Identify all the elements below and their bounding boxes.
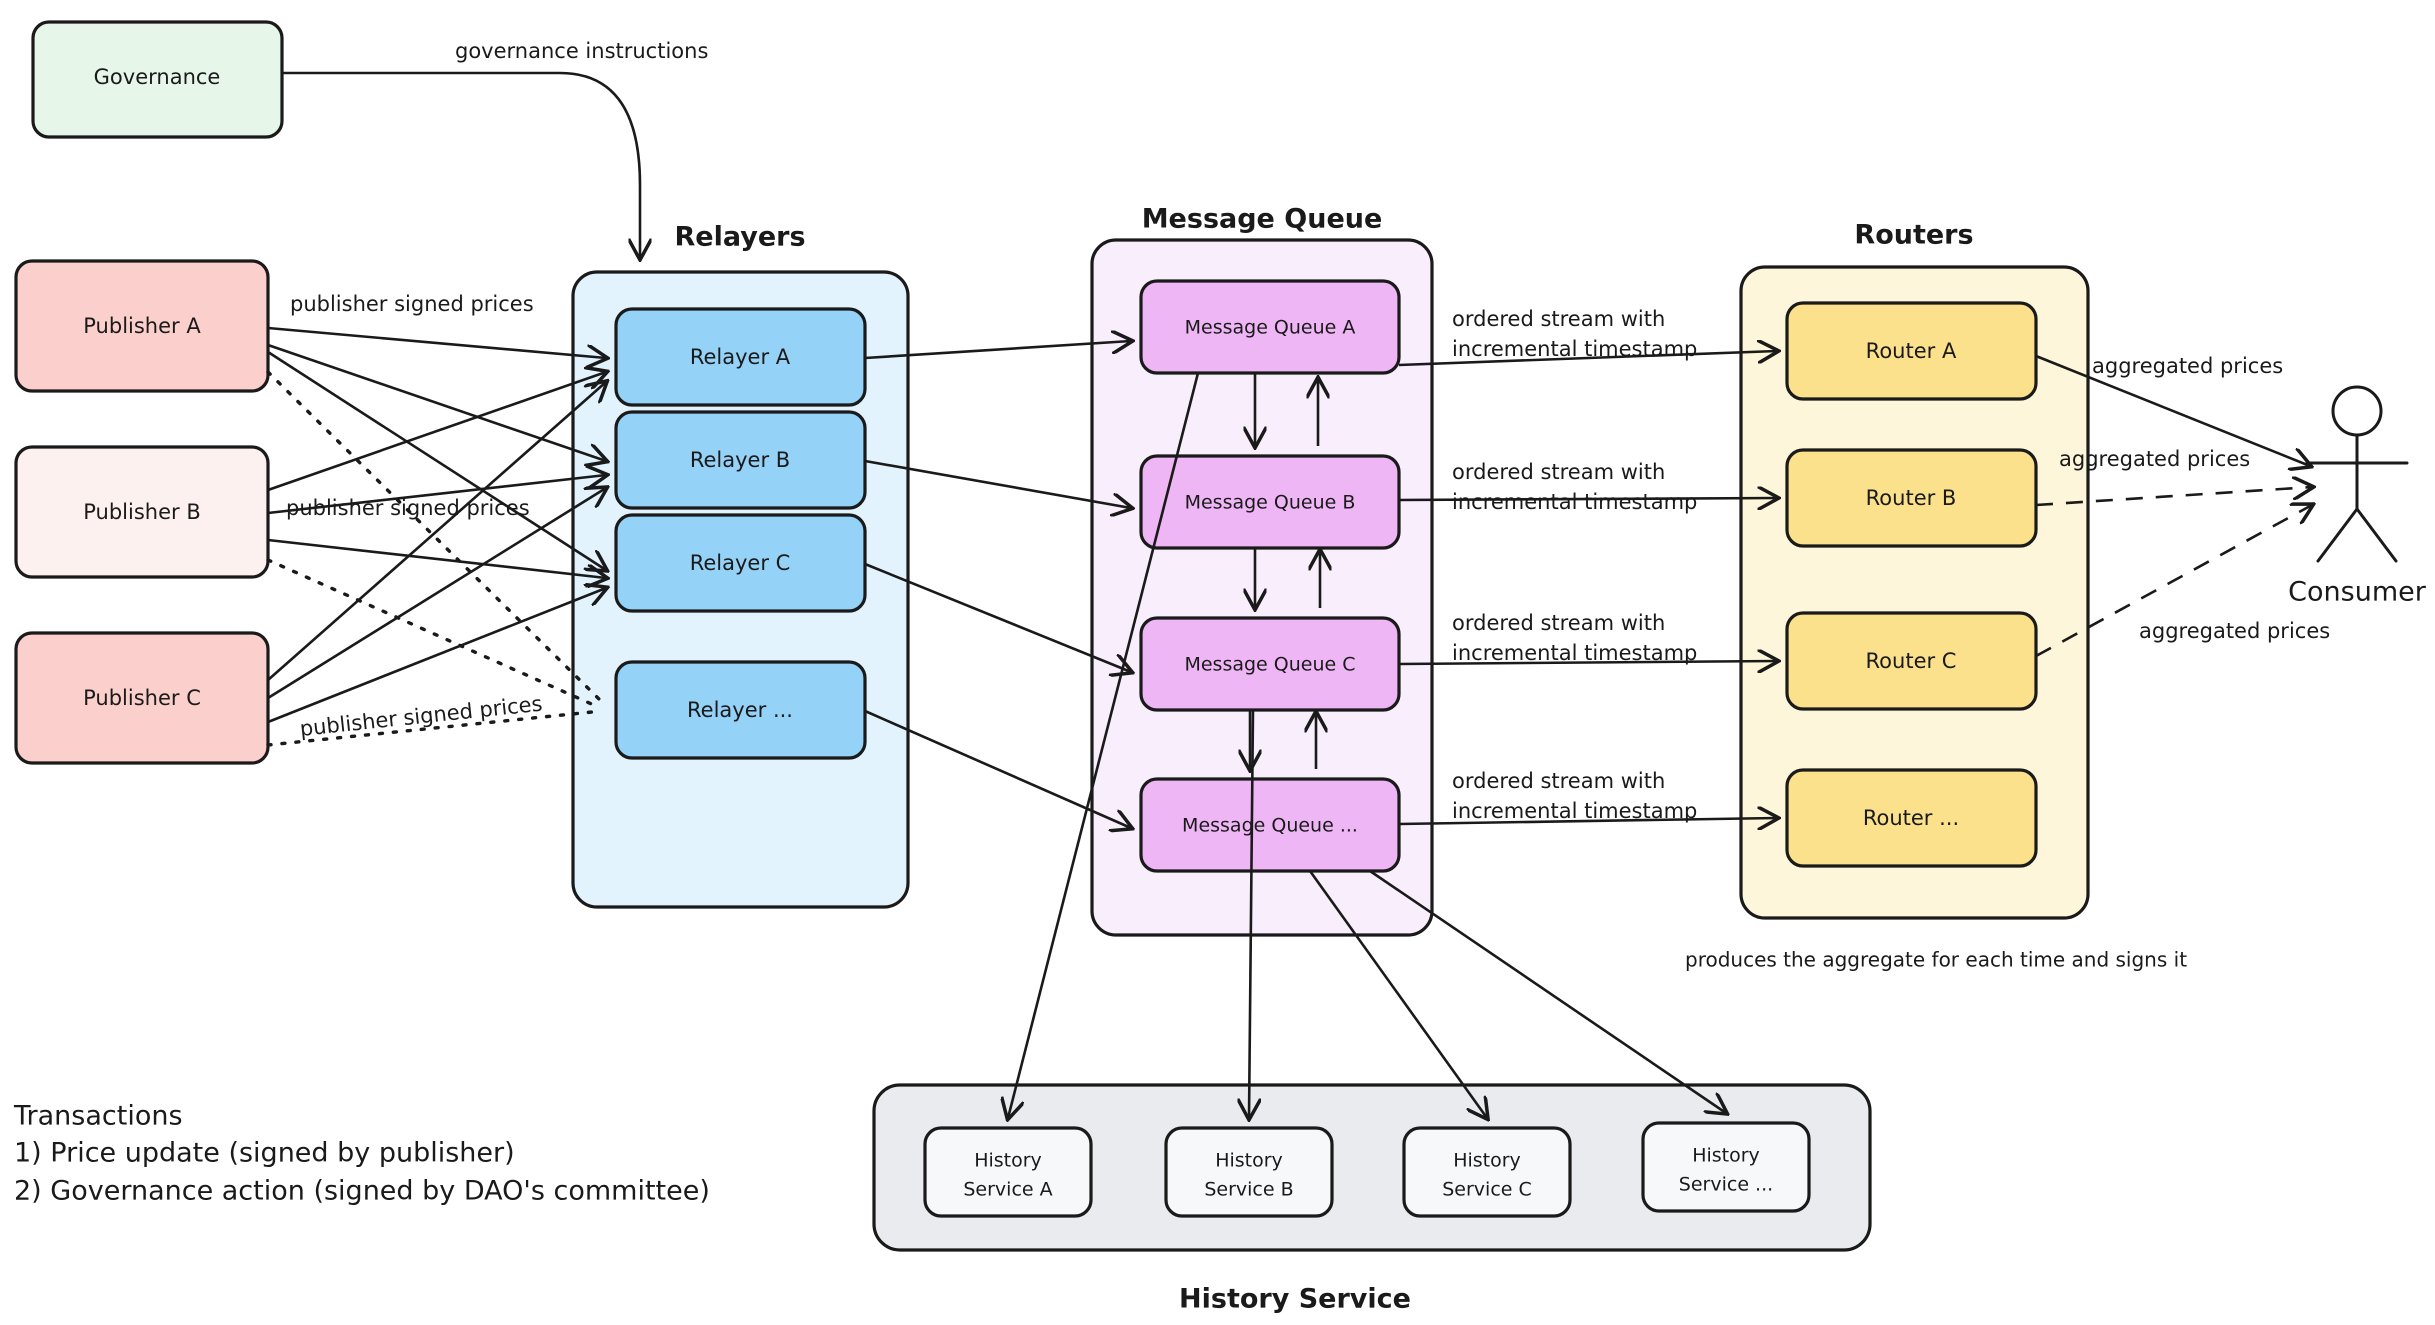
message-queue-d-node[interactable] — [1139, 777, 1401, 873]
relayer-d-label: Relayer ... — [687, 698, 793, 722]
edge-label-ordered-stream-d-line2: incremental timestamp — [1452, 799, 1697, 823]
edge-pubB-relayerA — [267, 372, 606, 492]
edge-pubA-relayerB — [267, 343, 606, 461]
history-service-d-label-line2: Service ... — [1679, 1174, 1773, 1196]
edge-queueD-routerD — [1398, 818, 1777, 824]
router-d-label: Router ... — [1863, 806, 1959, 830]
governance-node[interactable] — [31, 20, 284, 139]
relayer-b-node[interactable] — [614, 410, 867, 510]
edge-queueC-historyB — [1249, 709, 1253, 1118]
edge-pubC-relayerC — [267, 588, 606, 724]
router-b-label: Router B — [1866, 486, 1957, 510]
message-queue-group-title: Message Queue — [1142, 204, 1383, 235]
router-d-node[interactable] — [1785, 768, 2038, 868]
consumer-legs-icon — [2316, 507, 2398, 563]
history-service-d-label-line1: History — [1692, 1145, 1760, 1167]
edge-queueC-routerC — [1398, 661, 1777, 664]
publisher-a-node[interactable] — [14, 259, 270, 393]
history-service-a-label-line1: History — [974, 1150, 1042, 1172]
edge-routerB-consumer — [2035, 487, 2312, 507]
message-queue-group — [1090, 238, 1434, 937]
edge-label-publisher-signed-prices-3: publisher signed prices — [299, 692, 544, 741]
edge-label-aggregated-prices-2: aggregated prices — [2059, 447, 2250, 471]
history-service-group-title: History Service — [1179, 1284, 1411, 1315]
legend-item-2: 2) Governance action (signed by DAO's co… — [14, 1176, 710, 1207]
relayer-b-label: Relayer B — [690, 448, 790, 472]
history-service-b-node[interactable] — [1164, 1126, 1334, 1218]
edge-queueA-historyA — [1008, 372, 1200, 1118]
consumer-head-icon — [2331, 385, 2383, 437]
edge-pubA-relayerC — [267, 350, 606, 570]
history-service-a-node[interactable] — [923, 1126, 1093, 1218]
message-queue-c-label: Message Queue C — [1184, 654, 1355, 676]
edge-label-ordered-stream-a-line2: incremental timestamp — [1452, 337, 1697, 361]
legend-title: Transactions — [13, 1101, 183, 1132]
edge-label-publisher-signed-prices-1: publisher signed prices — [290, 292, 534, 316]
edge-pubC-relayerB — [267, 488, 606, 700]
routers-note: produces the aggregate for each time and… — [1685, 948, 2187, 972]
edge-relayerB-queueB — [864, 459, 1131, 508]
edge-pubB-relayerB — [267, 475, 606, 515]
edge-pubA-relayerD — [266, 370, 602, 702]
edge-label-aggregated-prices-1: aggregated prices — [2092, 354, 2283, 378]
router-c-node[interactable] — [1785, 611, 2038, 711]
edge-label-ordered-stream-d-line1: ordered stream with — [1452, 769, 1665, 793]
history-service-c-label-line1: History — [1453, 1150, 1521, 1172]
edge-pubC-relayerA — [267, 382, 606, 681]
edge-label-aggregated-prices-3: aggregated prices — [2139, 619, 2330, 643]
publisher-c-label: Publisher C — [83, 686, 201, 710]
edge-governance-to-relayers — [282, 71, 640, 258]
edge-routerA-consumer — [2035, 354, 2310, 466]
edge-queueB-routerB — [1398, 498, 1777, 500]
edge-pubA-relayerA — [267, 326, 606, 358]
edge-relayerA-queueA — [864, 341, 1131, 360]
message-queue-b-node[interactable] — [1139, 454, 1401, 550]
message-queue-d-label: Message Queue ... — [1182, 815, 1358, 837]
history-service-c-node[interactable] — [1402, 1126, 1572, 1218]
relayer-d-node[interactable] — [614, 660, 867, 760]
routers-group — [1739, 265, 2090, 920]
edge-queueA-routerA — [1398, 351, 1777, 367]
router-b-node[interactable] — [1785, 448, 2038, 548]
router-c-label: Router C — [1866, 649, 1957, 673]
history-service-b-label-line2: Service B — [1204, 1179, 1293, 1201]
message-queue-a-node[interactable] — [1139, 279, 1401, 375]
consumer-actor[interactable] — [2305, 385, 2409, 563]
edge-label-governance-instructions: governance instructions — [455, 39, 708, 63]
history-service-group — [872, 1083, 1872, 1252]
edge-label-ordered-stream-c-line1: ordered stream with — [1452, 611, 1665, 635]
message-queue-a-label: Message Queue A — [1185, 317, 1356, 339]
edge-queueD-historyD — [1369, 869, 1726, 1113]
history-service-d-node[interactable] — [1641, 1121, 1811, 1213]
edge-label-ordered-stream-b-line2: incremental timestamp — [1452, 490, 1697, 514]
router-a-label: Router A — [1866, 339, 1957, 363]
governance-label: Governance — [94, 65, 221, 89]
routers-group-title: Routers — [1854, 220, 1973, 251]
router-a-node[interactable] — [1785, 301, 2038, 401]
edge-label-ordered-stream-b-line1: ordered stream with — [1452, 460, 1665, 484]
history-service-c-label-line2: Service C — [1442, 1179, 1532, 1201]
history-service-b-label-line1: History — [1215, 1150, 1283, 1172]
edge-label-publisher-signed-prices-2: publisher signed prices — [286, 496, 530, 520]
consumer-label: Consumer — [2288, 577, 2427, 608]
relayer-c-node[interactable] — [614, 513, 867, 613]
edge-relayerC-queueC — [864, 562, 1131, 672]
relayers-group-title: Relayers — [674, 222, 805, 253]
history-service-a-label-line2: Service A — [963, 1179, 1052, 1201]
edge-pubB-relayerD — [266, 558, 598, 708]
message-queue-b-label: Message Queue B — [1185, 492, 1356, 514]
edge-routerC-consumer — [2035, 505, 2312, 658]
publisher-a-label: Publisher A — [83, 314, 201, 338]
relayer-c-label: Relayer C — [690, 551, 791, 575]
legend-item-1: 1) Price update (signed by publisher) — [14, 1138, 515, 1169]
edge-label-ordered-stream-a-line1: ordered stream with — [1452, 307, 1665, 331]
relayer-a-label: Relayer A — [690, 345, 791, 369]
edge-queueD-historyC — [1308, 870, 1487, 1118]
publisher-b-label: Publisher B — [83, 500, 201, 524]
edge-label-ordered-stream-c-line2: incremental timestamp — [1452, 641, 1697, 665]
edge-pubB-relayerC — [267, 538, 606, 578]
